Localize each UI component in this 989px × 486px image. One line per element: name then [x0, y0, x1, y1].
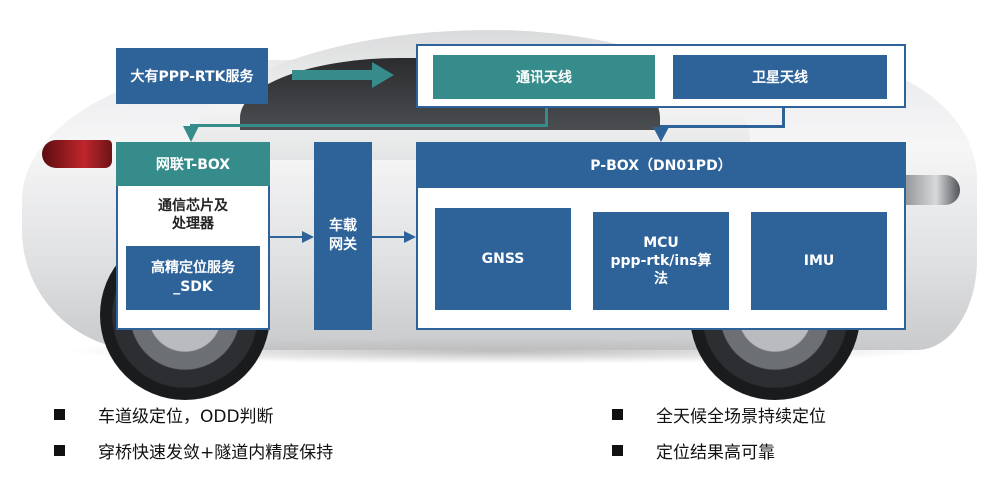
- comm-connector-vertical: [545, 108, 548, 126]
- pbox-header: P-BOX（DN01PD）: [416, 142, 906, 188]
- service-to-antenna-arrowhead-icon: [372, 62, 394, 88]
- feature-item: 穿桥快速发敛+隧道内精度保持: [54, 432, 333, 468]
- gateway-to-pbox-arrowhead-icon: [404, 231, 416, 243]
- vehicle-gateway-box: 车载 网关: [314, 142, 372, 330]
- mcu-line1: MCU: [643, 235, 679, 251]
- bullet-square-icon: [612, 408, 623, 420]
- mcu-line3: 法: [654, 271, 668, 287]
- ppp-rtk-service-box: 大有PPP-RTK服务: [116, 48, 268, 104]
- sat-to-pbox-arrowhead-icon: [653, 127, 669, 142]
- feature-item: 车道级定位，ODD判断: [54, 396, 333, 432]
- satellite-antenna-label: 卫星天线: [752, 70, 808, 86]
- bullet-square-icon: [54, 408, 65, 420]
- feature-item: 定位结果高可靠: [612, 432, 826, 468]
- feature-list-right: 全天候全场景持续定位 定位结果高可靠: [612, 396, 826, 468]
- comm-antenna-box: 通讯天线: [433, 55, 655, 99]
- gateway-line2: 网关: [329, 237, 357, 253]
- mcu-box: MCU ppp-rtk/ins算 法: [593, 212, 729, 310]
- gateway-to-pbox-line: [372, 236, 406, 238]
- tbox-chip-line1: 通信芯片及: [158, 198, 228, 214]
- feature-text: 穿桥快速发敛+隧道内精度保持: [98, 442, 334, 463]
- feature-text: 定位结果高可靠: [656, 442, 775, 463]
- ppp-rtk-service-label: 大有PPP-RTK服务: [130, 69, 254, 85]
- bullet-square-icon: [612, 444, 623, 456]
- tail-light-illustration: [42, 140, 112, 168]
- feature-list-left: 车道级定位，ODD判断 穿桥快速发敛+隧道内精度保持: [54, 396, 333, 468]
- service-to-antenna-arrow-shaft: [292, 70, 372, 80]
- tbox-chip-line2: 处理器: [172, 216, 214, 232]
- tbox-to-gateway-arrowhead-icon: [302, 231, 314, 243]
- feature-text: 车道级定位，ODD判断: [98, 406, 274, 427]
- gnss-label: GNSS: [481, 251, 525, 267]
- satellite-antenna-box: 卫星天线: [673, 55, 887, 99]
- comm-antenna-label: 通讯天线: [516, 70, 572, 86]
- positioning-sdk-box: 高精定位服务 _SDK: [126, 246, 260, 310]
- comm-connector-horizontal: [190, 124, 548, 127]
- mcu-line2: ppp-rtk/ins算: [610, 253, 712, 269]
- head-light-illustration: [900, 175, 960, 205]
- pbox-title: P-BOX（DN01PD）: [590, 158, 732, 174]
- gnss-box: GNSS: [435, 208, 571, 310]
- tbox-header: 网联T-BOX: [116, 142, 270, 186]
- sdk-line1: 高精定位服务: [151, 260, 235, 276]
- imu-label: IMU: [803, 253, 835, 269]
- gateway-line1: 车载: [329, 218, 357, 234]
- sat-connector-horizontal: [660, 125, 785, 128]
- bullet-square-icon: [54, 444, 65, 456]
- imu-box: IMU: [751, 212, 887, 310]
- tbox-chip-label: 通信芯片及 处理器: [118, 188, 268, 242]
- sdk-line2: _SDK: [173, 279, 213, 295]
- feature-text: 全天候全场景持续定位: [656, 406, 826, 427]
- tbox-to-gateway-line: [270, 236, 304, 238]
- tbox-title: 网联T-BOX: [155, 157, 231, 173]
- sat-connector-vertical: [782, 108, 785, 128]
- comm-to-tbox-arrowhead-icon: [183, 126, 199, 142]
- feature-item: 全天候全场景持续定位: [612, 396, 826, 432]
